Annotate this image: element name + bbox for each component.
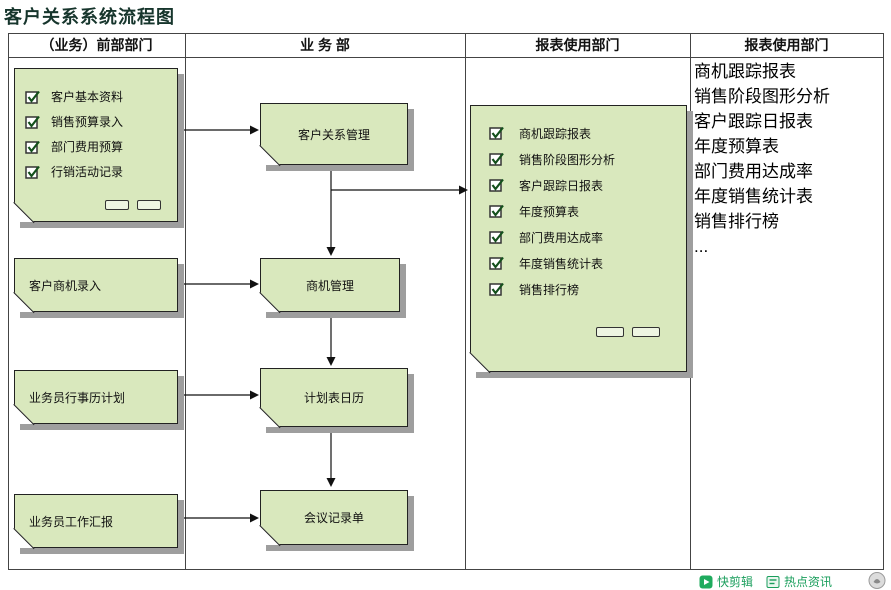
- column-header-business-dept: 业 务 部: [300, 37, 350, 53]
- column-header-report-dept: 报表使用部门: [535, 37, 620, 53]
- checkbox-icon: [489, 126, 504, 140]
- doc-item-label: 客户跟踪日报表: [519, 178, 604, 193]
- folded-corner-icon: [260, 407, 280, 427]
- floating-widget-icon: [868, 572, 886, 589]
- checkbox-icon: [25, 140, 40, 154]
- column-header-report-dept2: 报表使用部门: [744, 37, 829, 53]
- report-name: 销售阶段图形分析: [694, 87, 830, 106]
- column-header-front-dept: （业务）前部部门: [40, 37, 153, 53]
- doc-item-label: 年度预算表: [519, 204, 580, 219]
- process-label: 会议记录单: [303, 511, 364, 525]
- doc-label: 业务员行事历计划: [29, 390, 126, 405]
- report-name: 商机跟踪报表: [694, 62, 796, 81]
- doc-item-label: 行销活动记录: [51, 165, 124, 179]
- doc-list-item: 销售预算录入: [25, 109, 177, 134]
- checkbox-icon: [489, 178, 504, 192]
- report-name: 客户跟踪日报表: [694, 112, 813, 131]
- doc-item-label: 部门费用达成率: [519, 230, 604, 245]
- report-name: 年度销售统计表: [694, 187, 813, 206]
- process-label: 客户关系管理: [297, 127, 370, 142]
- doc-list-item: 年度预算表: [489, 198, 686, 224]
- doc-list-item: 年度销售统计表: [489, 250, 686, 276]
- doc-label: 客户商机录入: [29, 278, 102, 293]
- doc-footer-bars: [596, 327, 660, 337]
- floating-widget-button[interactable]: [866, 571, 888, 590]
- checkbox-icon: [25, 115, 40, 129]
- quick-clip-label: 快剪辑: [717, 575, 754, 589]
- doc-list-item: 客户跟踪日报表: [489, 172, 686, 198]
- page-title: 客户关系系统流程图: [4, 7, 175, 27]
- folded-corner-icon: [14, 528, 34, 548]
- column-divider: [690, 33, 691, 570]
- checkbox-icon: [489, 204, 504, 218]
- report-name-list: 商机跟踪报表 销售阶段图形分析 客户跟踪日报表 年度预算表 部门费用达成率 年度…: [694, 59, 830, 259]
- doc-list-item: 部门费用预算: [25, 134, 177, 159]
- hot-news-icon: [766, 575, 780, 588]
- column-divider: [8, 33, 9, 570]
- report-name: 销售排行榜: [694, 212, 779, 231]
- checkbox-icon: [25, 165, 40, 179]
- checkbox-icon: [489, 256, 504, 270]
- doc-opportunity-entry: 客户商机录入: [14, 258, 178, 312]
- checkbox-icon: [489, 282, 504, 296]
- doc-item-label: 客户基本资料: [51, 90, 124, 104]
- checkbox-icon: [25, 90, 40, 104]
- folded-corner-icon: [260, 145, 280, 165]
- column-divider: [465, 33, 466, 570]
- doc-item-label: 销售阶段图形分析: [519, 152, 616, 167]
- report-doc: 商机跟踪报表 销售阶段图形分析 客户跟踪日报表 年度预算表 部门费用达成率 年度…: [470, 105, 687, 372]
- process-label: 商机管理: [305, 278, 354, 293]
- folded-corner-icon: [14, 404, 34, 424]
- process-meeting-record: 会议记录单: [260, 490, 408, 545]
- quick-clip-button[interactable]: 快剪辑: [699, 573, 753, 590]
- folded-corner-icon: [14, 292, 34, 312]
- hot-news-button[interactable]: 热点资讯: [766, 573, 832, 590]
- doc-list-item: 商机跟踪报表: [489, 120, 686, 146]
- doc-salesman-work-report: 业务员工作汇报: [14, 494, 178, 548]
- process-opportunity-mgmt: 商机管理: [260, 258, 400, 312]
- report-name: 部门费用达成率: [694, 162, 813, 181]
- process-label: 计划表日历: [303, 391, 364, 405]
- table-border-bottom: [8, 569, 884, 570]
- folded-corner-icon: [470, 352, 490, 372]
- folded-corner-icon: [260, 292, 280, 312]
- header-divider: [8, 57, 884, 58]
- column-divider: [185, 33, 186, 570]
- doc-salesman-calendar-plan: 业务员行事历计划: [14, 370, 178, 424]
- process-schedule-calendar: 计划表日历: [260, 368, 408, 427]
- quick-clip-icon: [699, 575, 713, 588]
- doc-list-item: 行销活动记录: [25, 159, 177, 184]
- checkbox-icon: [489, 152, 504, 166]
- input-doc: 客户基本资料 销售预算录入 部门费用预算 行销活动记录: [14, 68, 178, 222]
- folded-corner-icon: [260, 525, 280, 545]
- doc-footer-bars: [105, 200, 161, 210]
- table-border-top: [8, 33, 884, 34]
- doc-list-item: 客户基本资料: [25, 84, 177, 109]
- doc-item-label: 销售预算录入: [51, 115, 124, 129]
- doc-item-label: 年度销售统计表: [519, 256, 604, 271]
- doc-label: 业务员工作汇报: [29, 514, 114, 529]
- column-divider: [883, 33, 884, 570]
- doc-item-label: 部门费用预算: [51, 140, 124, 154]
- doc-list-item: 部门费用达成率: [489, 224, 686, 250]
- checkbox-icon: [489, 230, 504, 244]
- report-name: 年度预算表: [694, 137, 779, 156]
- doc-item-label: 商机跟踪报表: [519, 126, 592, 141]
- doc-list-item: 销售排行榜: [489, 276, 686, 302]
- folded-corner-icon: [14, 202, 34, 222]
- doc-item-label: 销售排行榜: [519, 282, 580, 297]
- hot-news-label: 热点资讯: [784, 575, 833, 589]
- doc-list-item: 销售阶段图形分析: [489, 146, 686, 172]
- report-name-ellipsis: ...: [694, 237, 709, 256]
- process-crm: 客户关系管理: [260, 103, 408, 165]
